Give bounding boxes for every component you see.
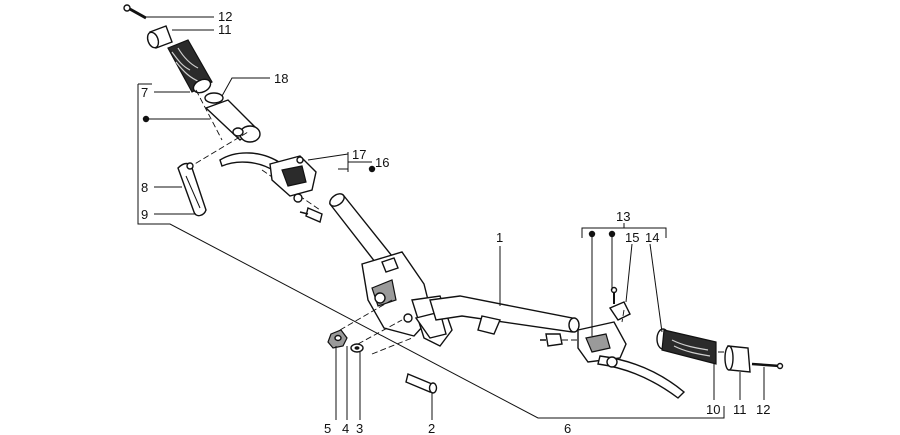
callout-dot	[368, 165, 376, 173]
callout-label-2: 2	[428, 421, 435, 435]
leader-lines	[137, 16, 765, 420]
callout-label-14: 14	[645, 230, 659, 245]
callout-dot	[608, 230, 616, 238]
callout-label-6: 6	[564, 421, 571, 435]
callout-label-13: 13	[616, 209, 630, 224]
left-grip	[167, 39, 213, 94]
callout-label-15: 15	[625, 230, 639, 245]
callout-label-7: 7	[141, 85, 148, 100]
callout-label-11: 11	[733, 402, 747, 417]
callout-label-10: 10	[706, 402, 720, 417]
callout-label-11: 11	[218, 22, 232, 37]
bar-end-weight-right	[724, 345, 751, 373]
throttle-tube	[204, 99, 261, 143]
callout-label-16: 16	[375, 155, 389, 170]
callout-label-17: 17	[352, 147, 366, 162]
callout-dot	[588, 230, 596, 238]
callout-label-9: 9	[141, 207, 148, 222]
mounting-hardware	[327, 329, 438, 394]
right-master-cylinder	[540, 286, 686, 399]
callout-label-5: 5	[324, 421, 331, 435]
callout-dot	[142, 115, 150, 123]
bar-end-screw-left	[123, 4, 147, 20]
callout-label-18: 18	[274, 71, 288, 86]
callout-labels: 12 11 18 7 17 16 8 9 1 13 15 14 5 4 3 2 …	[141, 9, 770, 435]
callout-label-4: 4	[342, 421, 349, 435]
washer-18	[204, 92, 224, 104]
left-lever-assembly	[219, 152, 317, 203]
callout-label-1: 1	[496, 230, 503, 245]
callout-label-12: 12	[218, 9, 232, 24]
cable-fitting	[299, 207, 323, 223]
bar-end-weight-left	[146, 25, 173, 49]
bar-end-screw-right	[751, 362, 784, 370]
cable-clamp	[177, 162, 207, 217]
left-grip-assembly	[123, 4, 261, 143]
callout-label-8: 8	[141, 180, 148, 195]
callout-label-12: 12	[756, 402, 770, 417]
callout-label-3: 3	[356, 421, 363, 435]
right-grip	[656, 328, 717, 365]
main-handlebar	[328, 193, 580, 347]
